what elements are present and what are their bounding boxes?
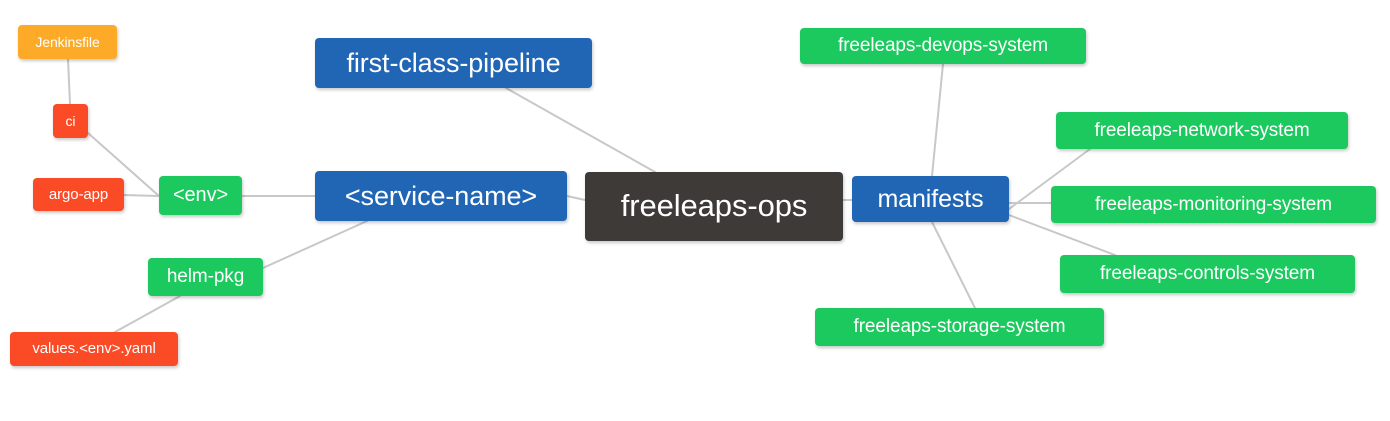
edge-jenkinsfile-to-ci (67, 58, 71, 105)
node-manifests[interactable]: manifests (852, 176, 1009, 222)
edge-helm-pkg-to-service-name (262, 220, 368, 269)
node-env[interactable]: <env> (159, 176, 242, 215)
edge-manifests-to-storage-system (931, 221, 976, 309)
node-jenkinsfile[interactable]: Jenkinsfile (18, 25, 117, 59)
node-monitoring-system[interactable]: freeleaps-monitoring-system (1051, 186, 1376, 223)
node-storage-system[interactable]: freeleaps-storage-system (815, 308, 1104, 346)
node-argo-app[interactable]: argo-app (33, 178, 124, 211)
edge-values-yaml-to-helm-pkg (114, 295, 181, 333)
node-controls-system[interactable]: freeleaps-controls-system (1060, 255, 1355, 293)
edge-first-class-pipeline-to-freeleaps-ops (505, 87, 656, 173)
edge-service-name-to-freeleaps-ops (566, 195, 586, 201)
node-freeleaps-ops[interactable]: freeleaps-ops (585, 172, 843, 241)
node-first-class-pipeline[interactable]: first-class-pipeline (315, 38, 592, 88)
node-helm-pkg[interactable]: helm-pkg (148, 258, 263, 296)
node-ci[interactable]: ci (53, 104, 88, 138)
edge-argo-app-to-env (123, 194, 160, 197)
node-service-name[interactable]: <service-name> (315, 171, 567, 221)
node-devops-system[interactable]: freeleaps-devops-system (800, 28, 1086, 64)
edge-manifests-to-devops-system (931, 63, 944, 177)
node-values-yaml[interactable]: values.<env>.yaml (10, 332, 178, 366)
node-network-system[interactable]: freeleaps-network-system (1056, 112, 1348, 149)
